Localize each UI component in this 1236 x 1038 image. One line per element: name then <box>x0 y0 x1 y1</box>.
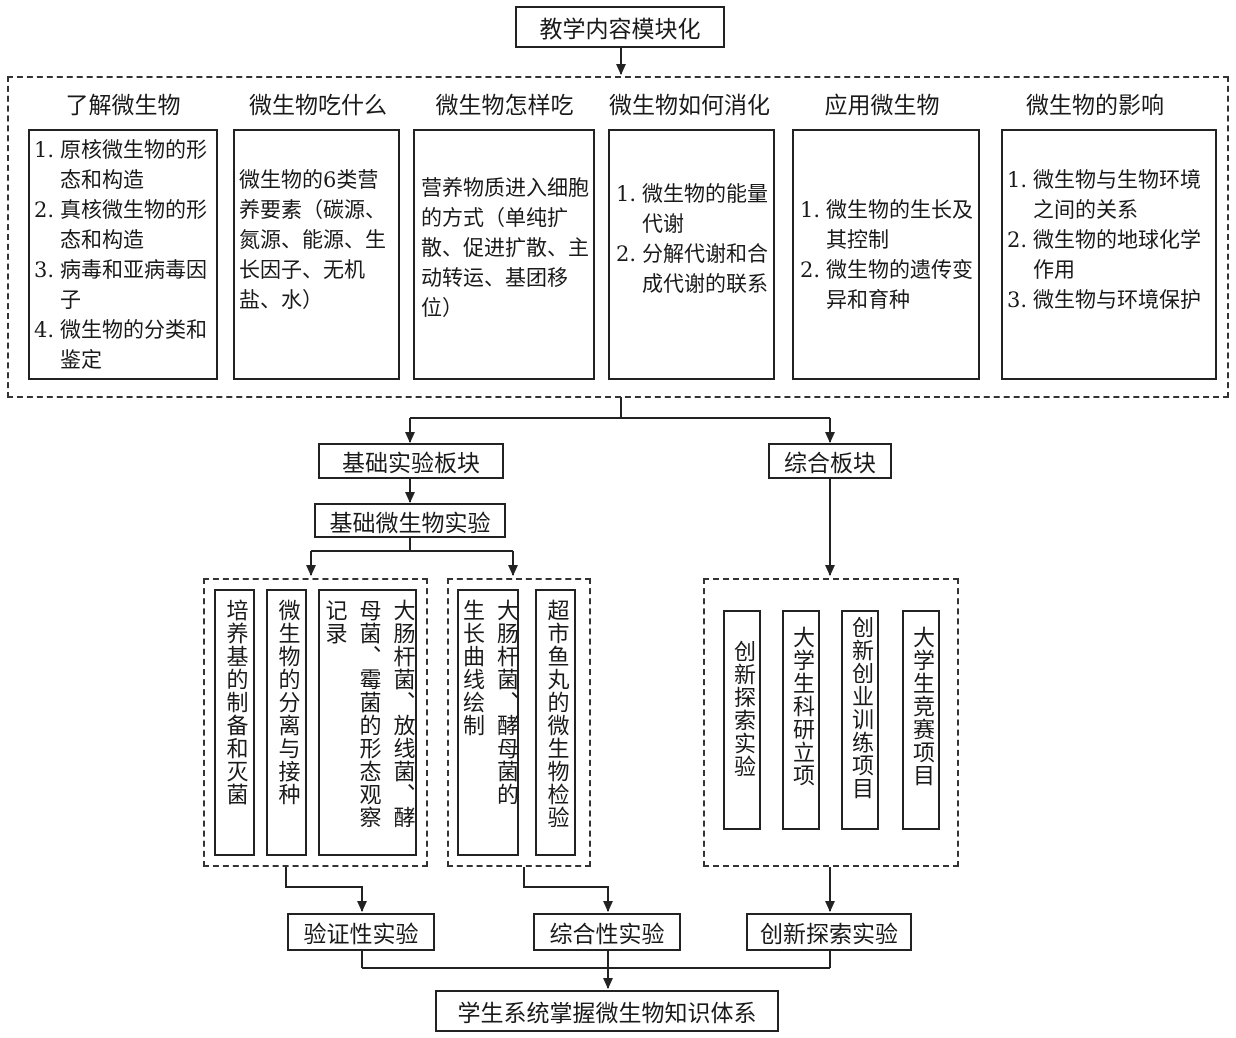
basic-block-box: 基础实验板块 <box>318 443 504 479</box>
group-a-item-2: 微生物的分离与接种 <box>266 589 307 856</box>
group-c-item-3: 创新创业训练项目 <box>841 610 879 830</box>
module-title-1: 了解微生物 <box>65 93 181 119</box>
top-box: 教学内容模块化 <box>515 6 725 48</box>
module-1-item-3: 3.病毒和亚病毒因子 <box>34 258 207 312</box>
group-c-container <box>703 578 959 867</box>
module-title-6: 微生物的影响 <box>1026 93 1164 119</box>
group-a-container <box>203 578 428 867</box>
arrow-to-comprehensive <box>523 867 613 912</box>
module-5-item-2: 2.微生物的遗传变异和育种 <box>800 258 973 312</box>
module-box-6: 1.微生物与生物环境之间的关系 2.微生物的地球化学作用 3.微生物与环境保护 <box>1001 129 1217 380</box>
module-5-item-1: 1.微生物的生长及其控制 <box>800 198 973 252</box>
group-c-item-4: 大学生竞赛项目 <box>902 610 940 830</box>
module-title-3: 微生物怎样吃 <box>435 93 574 119</box>
group-c-item-1: 创新探索实验 <box>723 610 761 830</box>
group-a-item-1: 培养基的制备和灭菌 <box>214 589 255 856</box>
module-box-1: 1.原核微生物的形态和构造 2.真核微生物的形态和构造 3.病毒和亚病毒因子 4… <box>28 129 218 380</box>
module-container <box>7 76 1229 398</box>
module-4-item-1: 1.微生物的能量代谢 <box>616 182 768 236</box>
group-b-container <box>447 578 591 867</box>
arrow-to-verify <box>285 867 367 912</box>
module-box-4: 1.微生物的能量代谢 2.分解代谢和合成代谢的联系 <box>608 129 775 380</box>
module-1-item-2: 2.真核微生物的形态和构造 <box>34 198 207 252</box>
module-title-4: 微生物如何消化 <box>609 93 770 119</box>
comprehensive-box: 综合性实验 <box>533 913 681 951</box>
module-2-text: 微生物的6类营养要素（碳源、氮源、能源、生长因子、无机盐、水） <box>239 168 386 312</box>
module-1-item-1: 1.原核微生物的形态和构造 <box>34 138 207 192</box>
group-b-item-2: 超市鱼丸的微生物检验 <box>535 589 576 856</box>
module-box-3: 营养物质进入细胞的方式（单纯扩散、促进扩散、主动转运、基团移位） <box>413 129 595 380</box>
verify-box: 验证性实验 <box>287 913 435 951</box>
module-1-item-4: 4.微生物的分类和鉴定 <box>34 318 207 372</box>
group-a-item-3: 大肠杆菌、放线菌、酵母菌、霉菌的形态观察记录 <box>318 589 417 856</box>
group-c-item-2: 大学生科研立项 <box>782 610 820 830</box>
module-title-5: 应用微生物 <box>824 93 940 119</box>
module-3-text: 营养物质进入细胞的方式（单纯扩散、促进扩散、主动转运、基团移位） <box>421 176 589 320</box>
innovative-box: 创新探索实验 <box>746 913 912 951</box>
comp-block-box: 综合板块 <box>768 443 892 479</box>
group-b-item-1: 大肠杆菌、酵母菌的生长曲线绘制 <box>457 589 519 856</box>
basic-micro-box: 基础微生物实验 <box>314 503 506 538</box>
module-6-item-3: 3.微生物与环境保护 <box>1007 288 1201 312</box>
module-box-2: 微生物的6类营养要素（碳源、氮源、能源、生长因子、无机盐、水） <box>233 129 400 380</box>
module-6-item-2: 2.微生物的地球化学作用 <box>1007 228 1201 282</box>
bottom-box: 学生系统掌握微生物知识体系 <box>435 990 779 1032</box>
module-6-item-1: 1.微生物与生物环境之间的关系 <box>1007 168 1201 222</box>
module-box-5: 1.微生物的生长及其控制 2.微生物的遗传变异和育种 <box>792 129 980 380</box>
module-title-2: 微生物吃什么 <box>249 93 387 119</box>
module-4-item-2: 2.分解代谢和合成代谢的联系 <box>616 242 768 296</box>
